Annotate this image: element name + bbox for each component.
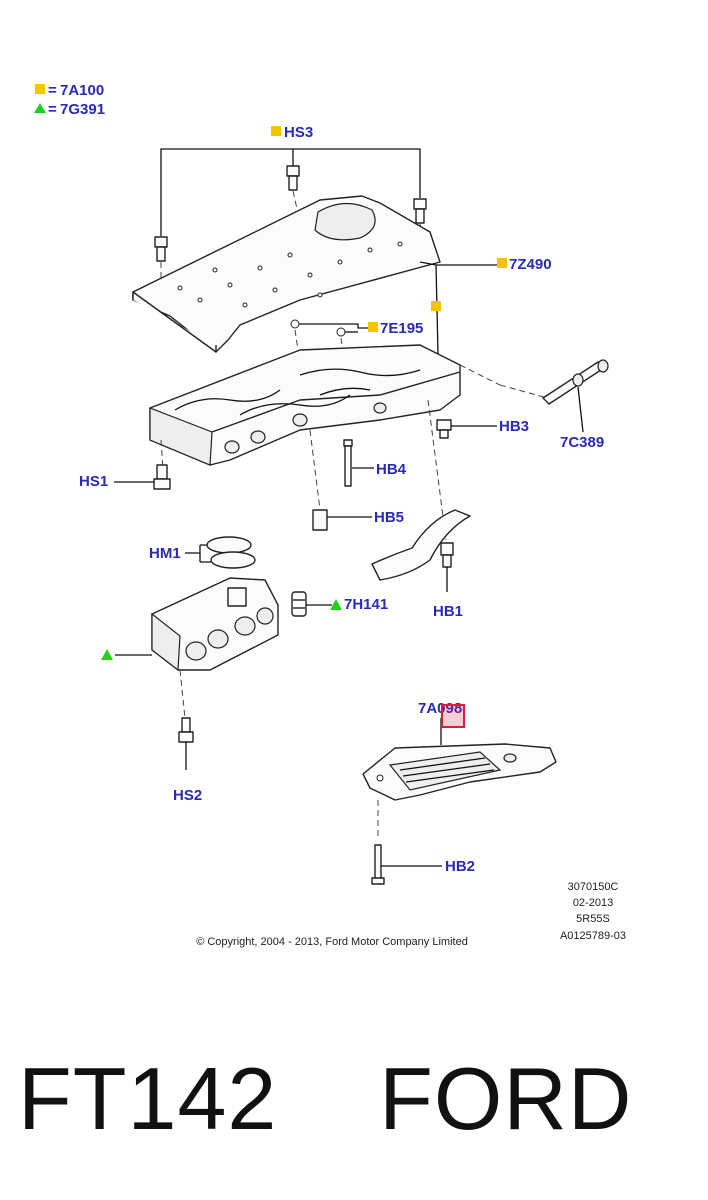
bolt-hs3-center — [286, 165, 301, 223]
solenoid-body — [115, 577, 279, 672]
check-balls — [290, 319, 368, 353]
legend-triangle-code: 7G391 — [60, 101, 105, 118]
legend-square-symbol — [35, 84, 45, 94]
bolt-hb4 — [343, 439, 374, 487]
bolt-hb3 — [436, 419, 497, 439]
bolt-hs2 — [178, 717, 194, 770]
copyright-text: © Copyright, 2004 - 2013, Ford Motor Com… — [196, 936, 468, 948]
label-hm1: HM1 — [149, 545, 181, 562]
label-7e195: 7E195 — [380, 320, 423, 337]
h141-triangle-marker — [330, 599, 342, 610]
label-hb4: HB4 — [376, 461, 407, 478]
legend-eq-2: = — [48, 101, 57, 118]
label-hb2: HB2 — [445, 858, 475, 875]
bolt-hs1 — [114, 464, 171, 490]
footer-brand: FORD — [379, 1049, 633, 1148]
label-hb5: HB5 — [374, 509, 404, 526]
separator-plate — [132, 195, 497, 353]
legend: = 7A100 = 7G391 — [34, 82, 105, 118]
exploded-parts-diagram: = 7A100 = 7G391 HS3 — [34, 82, 626, 948]
hs2-guide — [179, 669, 186, 719]
bolt-hb2 — [371, 844, 442, 885]
manual-valve — [459, 359, 609, 433]
ref-line-2: 02-2013 — [573, 897, 613, 909]
bolt-hs3-left — [154, 236, 168, 282]
solenoid-triangle-marker — [101, 649, 113, 660]
filter-screen — [291, 591, 332, 617]
footer-caption: FT142 FORD — [18, 1048, 632, 1150]
ref-line-1: 3070150C — [568, 881, 619, 893]
legend-square-code: 7A100 — [60, 82, 104, 99]
label-hb1: HB1 — [433, 603, 463, 620]
ref-line-4: A0125789-03 — [560, 930, 626, 942]
label-7h141: 7H141 — [344, 596, 388, 613]
legend-eq-1: = — [48, 82, 57, 99]
bolt-hb1 — [440, 542, 454, 592]
valve-body-square-marker — [431, 301, 441, 311]
label-hb3: HB3 — [499, 418, 529, 435]
hs3-callout: HS3 — [160, 124, 421, 236]
reference-block: 3070150C 02-2013 5R55S A0125789-03 — [560, 881, 626, 942]
bolt-hb5 — [312, 509, 372, 531]
highlight-box — [441, 704, 465, 728]
main-valve-body — [149, 264, 461, 466]
label-hs1: HS1 — [79, 473, 108, 490]
label-7c389: 7C389 — [560, 434, 604, 451]
o-rings — [185, 536, 256, 569]
e195-square-marker — [368, 322, 378, 332]
z490-square-marker — [497, 258, 507, 268]
label-hs2: HS2 — [173, 787, 202, 804]
label-hs3: HS3 — [284, 124, 313, 141]
footer-part-number: FT142 — [18, 1049, 278, 1148]
hb5-guide — [309, 429, 321, 511]
oil-filter — [362, 718, 557, 801]
legend-triangle-symbol — [34, 103, 46, 113]
hs3-square-marker — [271, 126, 281, 136]
ref-line-3: 5R55S — [576, 913, 610, 925]
tube — [371, 399, 471, 581]
label-7z490: 7Z490 — [509, 256, 552, 273]
